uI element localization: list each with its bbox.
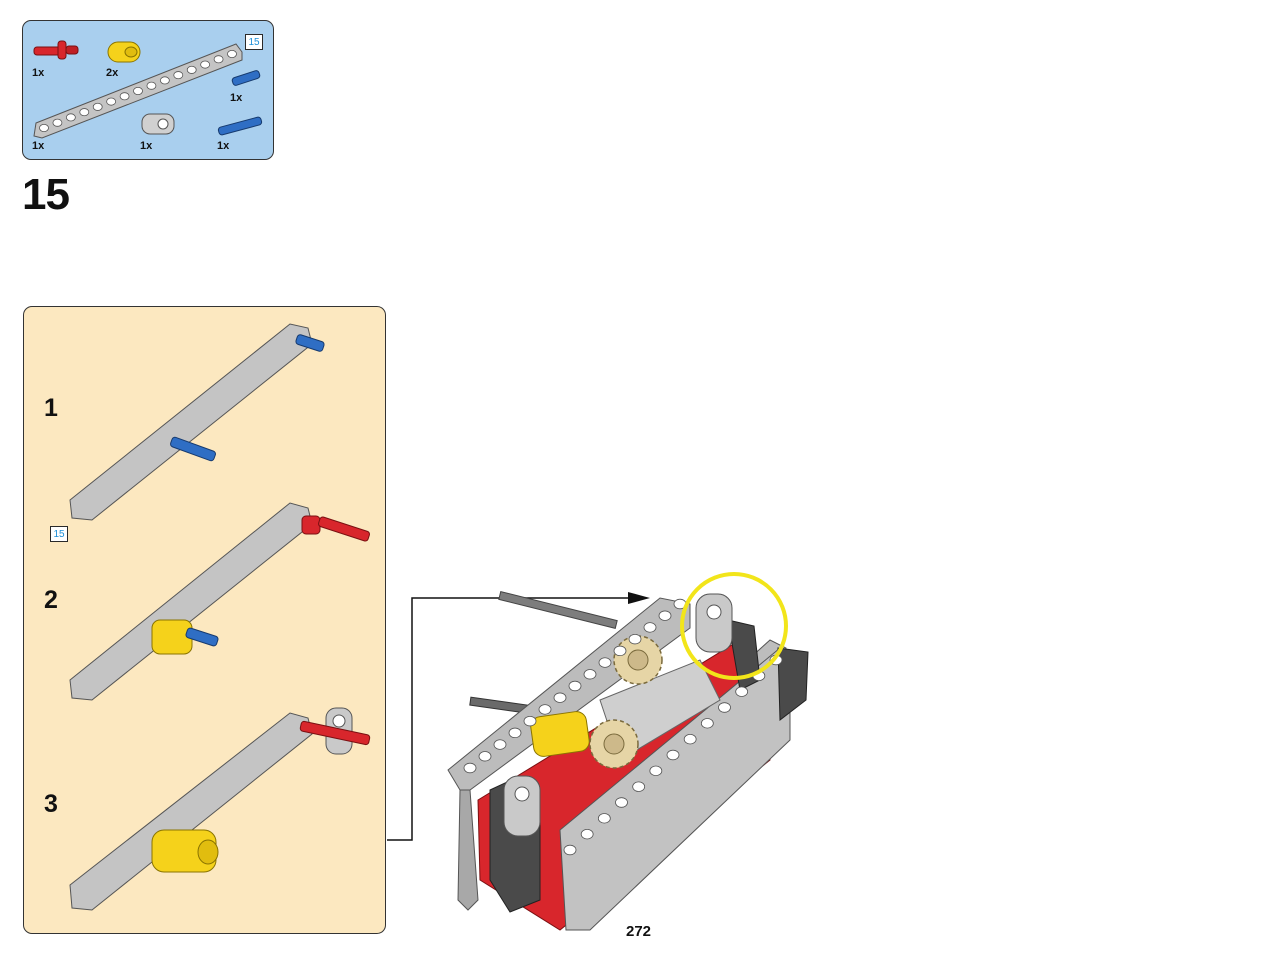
- beam-hole: [683, 733, 697, 745]
- beam-hole: [583, 669, 597, 680]
- beam-hole: [106, 97, 117, 106]
- part-count-blue-axle-pin: 1x: [230, 92, 243, 104]
- beam-hole: [523, 715, 537, 727]
- beam-hole: [159, 76, 170, 85]
- sub-assembly-beam-length-badge: 15: [50, 526, 68, 542]
- beam-hole: [568, 680, 582, 692]
- model-beam-holes: [463, 598, 783, 856]
- beam-hole: [463, 762, 477, 774]
- yellow-connector-icon: [107, 41, 141, 63]
- part-count-yellow-connector: 2x: [106, 67, 119, 79]
- step-number: 15: [22, 170, 70, 219]
- beam-hole: [133, 87, 143, 96]
- beam-hole: [718, 702, 731, 713]
- beam-hole: [615, 797, 628, 808]
- beam-hole: [598, 657, 612, 668]
- beam-hole: [92, 102, 103, 111]
- beam-hole: [39, 124, 49, 133]
- beam-hole: [649, 765, 663, 777]
- beam-length-badge: 15: [245, 34, 263, 50]
- beam-hole: [538, 704, 552, 715]
- beam-hole: [700, 718, 714, 729]
- beam-hole: [173, 71, 184, 80]
- sub-step-number-3: 3: [44, 790, 58, 818]
- beam-hole: [597, 813, 611, 824]
- beam-hole: [563, 844, 577, 856]
- gray-beam-icon: [33, 43, 243, 139]
- sub-step-number-1: 1: [44, 394, 58, 422]
- beam-hole: [735, 686, 749, 697]
- beam-hole: [52, 118, 63, 127]
- beam-hole: [613, 645, 627, 657]
- beam-hole: [119, 92, 130, 101]
- beam-hole: [65, 113, 76, 122]
- sub-step-1-assembly: [69, 323, 325, 521]
- gray-cross-block-icon: [141, 113, 175, 135]
- beam-hole: [643, 622, 657, 633]
- beam-hole: [146, 81, 157, 90]
- beam-hole: [493, 739, 507, 750]
- beam-hole: [200, 60, 211, 69]
- beam-hole: [213, 55, 224, 64]
- beam-hole: [632, 781, 646, 792]
- highlight-circle: [680, 572, 788, 680]
- beam-hole: [508, 727, 522, 739]
- part-count-cross-block: 1x: [140, 140, 153, 152]
- red-pin-icon: [33, 40, 79, 60]
- beam-hole: [580, 828, 594, 840]
- part-count-blue-long-pin: 1x: [217, 140, 230, 152]
- model-gears: [589, 635, 663, 769]
- beam-hole: [79, 108, 90, 117]
- sub-step-3-assembly: [69, 707, 371, 911]
- part-count-gray-beam: 1x: [32, 140, 45, 152]
- beam-hole: [227, 50, 237, 59]
- sub-step-2-assembly: [69, 502, 370, 701]
- blue-axle-pin-icon: [231, 70, 261, 86]
- beam-hole: [478, 751, 492, 762]
- beam-hole: [658, 610, 672, 621]
- beam-hole: [553, 692, 567, 703]
- part-count-red-pin: 1x: [32, 67, 45, 79]
- page-number: 272: [626, 923, 652, 940]
- beam-hole: [186, 65, 197, 74]
- beam-hole: [628, 633, 642, 645]
- model-dark-liftarms: [489, 593, 809, 913]
- sub-step-number-2: 2: [44, 586, 58, 614]
- blue-long-pin-icon: [217, 116, 263, 136]
- beam-hole: [666, 749, 680, 761]
